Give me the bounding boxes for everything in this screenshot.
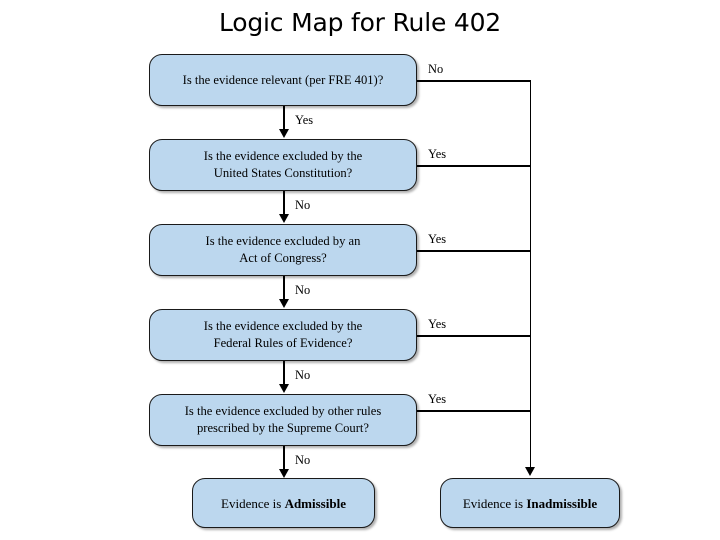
edge-label-relevant-no: No <box>428 62 444 76</box>
edge-label-fre-yes: Yes <box>428 317 447 331</box>
node-excluded-by-supreme-court-rules[interactable]: Is the evidence excluded by other rules … <box>149 394 417 446</box>
edge-label-relevant-yes: Yes <box>295 113 314 127</box>
connector-inadmissible-trunk <box>529 80 531 469</box>
edge-label-constitution-yes: Yes <box>428 147 447 161</box>
node-label: Is the evidence excluded by the United S… <box>203 149 363 180</box>
connector-supreme-yes <box>417 410 531 412</box>
node-label: Is the evidence excluded by the Federal … <box>203 319 363 350</box>
node-label-prefix: Evidence is <box>221 495 285 511</box>
connector-supreme-to-admissible <box>283 446 285 471</box>
arrowhead-relevant-to-constitution <box>279 129 289 138</box>
page-title: Logic Map for Rule 402 <box>218 8 501 37</box>
node-label: Is the evidence relevant (per FRE 401)? <box>182 72 384 87</box>
arrowhead-fre-to-supreme <box>279 384 289 393</box>
connector-fre-yes <box>417 335 531 337</box>
edge-label-congress-no: No <box>295 283 311 297</box>
node-evidence-relevant[interactable]: Is the evidence relevant (per FRE 401)? <box>149 54 417 106</box>
connector-fre-to-supreme <box>283 361 285 386</box>
arrowhead-to-inadmissible <box>525 467 535 476</box>
arrowhead-constitution-to-congress <box>279 214 289 223</box>
node-evidence-admissible[interactable]: Evidence is Admissible <box>192 478 375 528</box>
arrowhead-congress-to-fre <box>279 299 289 308</box>
connector-congress-yes <box>417 250 531 252</box>
node-excluded-by-act-of-congress[interactable]: Is the evidence excluded by an Act of Co… <box>149 224 417 276</box>
node-label-emphasis: Admissible <box>284 495 346 511</box>
connector-congress-to-fre <box>283 276 285 301</box>
node-excluded-by-constitution[interactable]: Is the evidence excluded by the United S… <box>149 139 417 191</box>
node-label-prefix: Evidence is <box>462 495 527 511</box>
edge-label-supreme-no: No <box>295 453 311 467</box>
edge-label-congress-yes: Yes <box>428 232 447 246</box>
connector-relevant-no <box>417 80 531 82</box>
connector-constitution-to-congress <box>283 191 285 216</box>
node-excluded-by-federal-rules-of-evidence[interactable]: Is the evidence excluded by the Federal … <box>149 309 417 361</box>
connector-constitution-yes <box>417 165 531 167</box>
arrowhead-supreme-to-admissible <box>279 469 289 478</box>
node-label: Evidence is Admissible <box>201 495 366 512</box>
node-label-emphasis: Inadmissible <box>526 495 598 511</box>
edge-label-supreme-yes: Yes <box>428 392 447 406</box>
node-label: Evidence is Inadmissible <box>449 495 611 512</box>
node-evidence-inadmissible[interactable]: Evidence is Inadmissible <box>440 478 620 528</box>
edge-label-fre-no: No <box>295 368 311 382</box>
connector-relevant-to-constitution <box>283 106 285 131</box>
node-label: Is the evidence excluded by other rules … <box>184 404 382 435</box>
node-label: Is the evidence excluded by an Act of Co… <box>205 234 361 265</box>
edge-label-constitution-no: No <box>295 198 311 212</box>
